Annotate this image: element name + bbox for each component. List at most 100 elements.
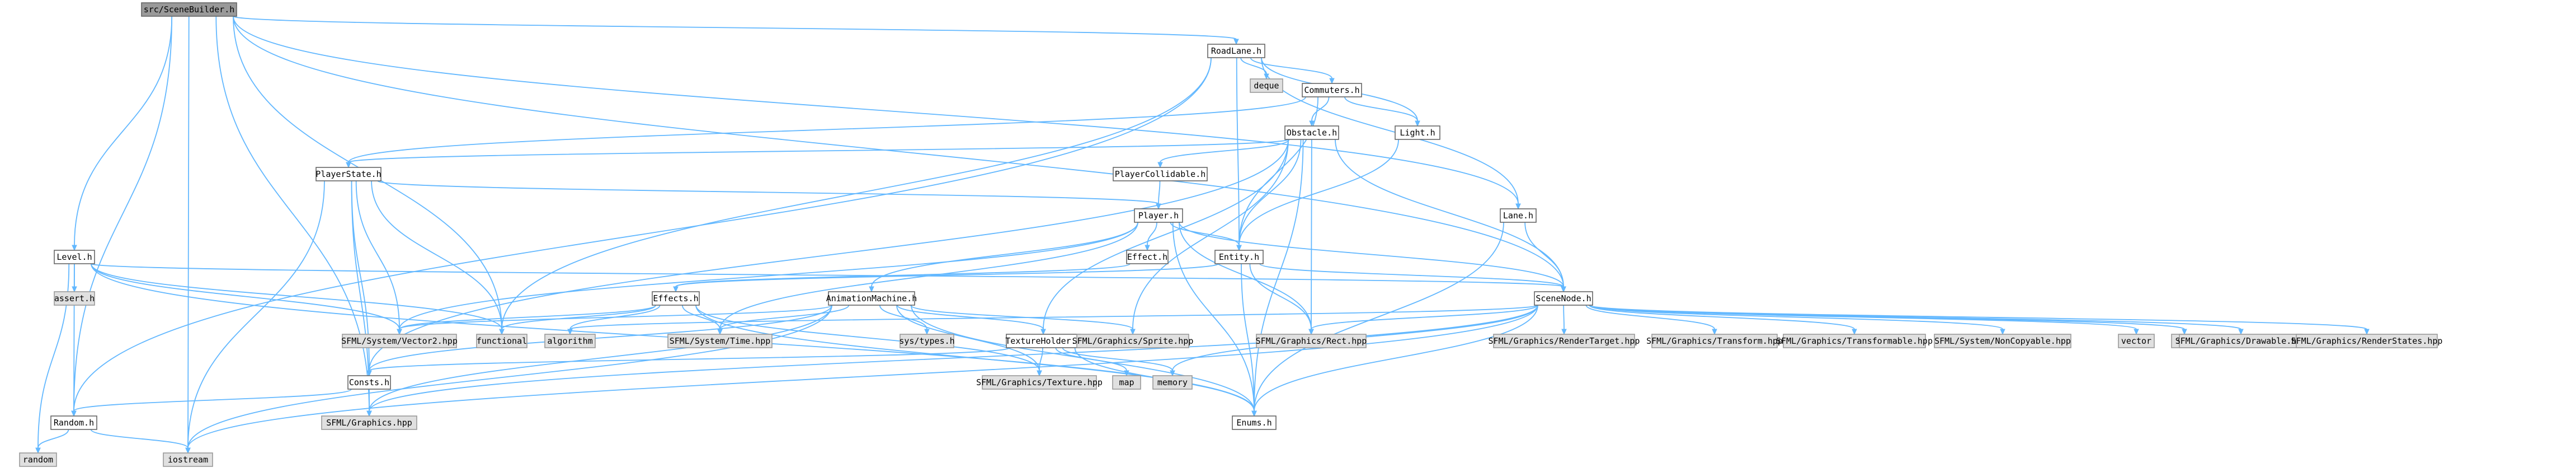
edge-line [369,305,1538,412]
edge-line [1238,96,1318,246]
node-functional: functional [476,334,528,348]
edge-line [1043,139,1289,330]
node-playercollidable[interactable]: PlayerCollidable.h [1113,167,1208,181]
edge-textureholder-to-texture [1037,347,1043,377]
edge-line [369,347,1010,371]
edge-playerstate-to-player [377,180,1161,210]
edge-entity-to-enums [1241,263,1257,417]
edge-line [1241,263,1255,412]
arrowhead-icon [1130,329,1136,335]
edge-line [233,16,1564,287]
node-player[interactable]: Player.h [1134,208,1183,223]
edge-line [1589,305,2003,330]
node-renderstates: SFML/Graphics/RenderStates.hpp [2291,334,2443,348]
node-box [1134,208,1183,223]
node-label: SFML/Graphics/Sprite.hpp [1072,336,1194,346]
edge-player-to-effect [1145,222,1157,251]
node-label: functional [477,336,527,346]
node-label: SFML/Graphics/RenderTarget.hpp [1489,336,1640,346]
node-label: map [1119,377,1134,387]
node-random[interactable]: Random.h [50,415,97,430]
edge-line [233,16,1237,40]
arrowhead-icon [1561,329,1567,335]
node-label: Random.h [54,418,94,428]
node-scenebuilder[interactable]: src/SceneBuilder.h [141,2,237,17]
node-box [1256,334,1367,348]
edge-obstacle-to-enums [1251,139,1304,417]
node-effect[interactable]: Effect.h [1126,250,1169,264]
node-label: PlayerState.h [315,169,381,179]
node-box [2118,334,2155,348]
edge-line [187,305,1538,448]
node-label: random [23,455,53,465]
node-box [667,334,773,348]
node-entity[interactable]: Entity.h [1214,250,1264,264]
node-box [1783,334,1926,348]
edge-scenebuilder-to-level [72,16,173,251]
edge-line [675,263,1131,287]
node-lane[interactable]: Lane.h [1500,208,1537,223]
edge-playerstate-to-functional [371,180,505,335]
edge-level-to-scenenode [91,263,1566,293]
node-box [141,2,237,17]
arrowhead-icon [717,329,723,335]
node-texture: SFML/Graphics/Texture.hpp [976,375,1103,390]
edge-line [1236,57,1240,246]
node-label: src/SceneBuilder.h [144,4,235,15]
node-light[interactable]: Light.h [1395,125,1440,140]
edge-line [369,305,832,412]
edge-entity-to-rect [1249,263,1314,335]
node-algorithm: algorithm [544,334,596,348]
node-box [1534,291,1593,306]
node-effects[interactable]: Effects.h [652,291,700,306]
edge-line [1254,305,1538,412]
arrowhead-icon [2134,329,2139,335]
node-roadlane[interactable]: RoadLane.h [1207,44,1265,58]
node-box [900,334,954,348]
arrowhead-icon [924,329,930,335]
node-label: Commuters.h [1304,85,1359,95]
node-randomsys: random [19,452,57,467]
node-box [19,452,57,467]
node-commuters[interactable]: Commuters.h [1302,83,1362,97]
arrowhead-icon [1157,162,1163,169]
node-box [1113,167,1208,181]
edge-roadlane-to-entity [1236,57,1242,251]
node-enums[interactable]: Enums.h [1232,415,1277,430]
edge-line [719,305,850,330]
node-box [1207,44,1265,58]
edge-scenenode-to-algorithm [567,305,1538,335]
edge-line [348,96,1306,163]
node-box [1500,208,1537,223]
node-label: SFML/System/Vector2.hpp [341,336,458,346]
node-level[interactable]: Level.h [54,250,95,264]
node-label: SFML/Graphics/Rect.hpp [1256,336,1367,346]
edge-scenenode-to-rect [1308,305,1538,335]
edge-line [73,16,172,412]
node-box [163,452,213,467]
node-scenenode[interactable]: SceneNode.h [1534,291,1593,306]
edge-line [1524,222,1564,287]
edge-scenebuilder-to-roadlane [233,16,1239,45]
edge-line [371,180,502,330]
arrowhead-icon [673,286,679,293]
edge-line [1172,222,1255,412]
edge-line [1158,180,1161,204]
node-obstacle[interactable]: Obstacle.h [1284,125,1339,140]
edge-line [1160,139,1290,163]
edge-consts-to-random [71,389,352,417]
arrowhead-icon [71,410,77,417]
node-label: SceneNode.h [1536,293,1591,303]
arrowhead-icon [1236,245,1242,251]
node-playerstate[interactable]: PlayerState.h [315,167,382,181]
arrowhead-icon [1712,329,1717,335]
edge-line [501,305,656,330]
edge-line [1589,305,1855,330]
node-graphics: SFML/Graphics.hpp [321,415,417,430]
node-consts[interactable]: Consts.h [347,375,391,390]
node-label: algorithm [547,336,592,346]
node-box [321,415,417,430]
node-label: SFML/Graphics/RenderStates.hpp [2291,336,2443,346]
node-textureholder[interactable]: TextureHolder.h [1005,334,1081,348]
node-animation[interactable]: AnimationMachine.h [826,291,917,306]
